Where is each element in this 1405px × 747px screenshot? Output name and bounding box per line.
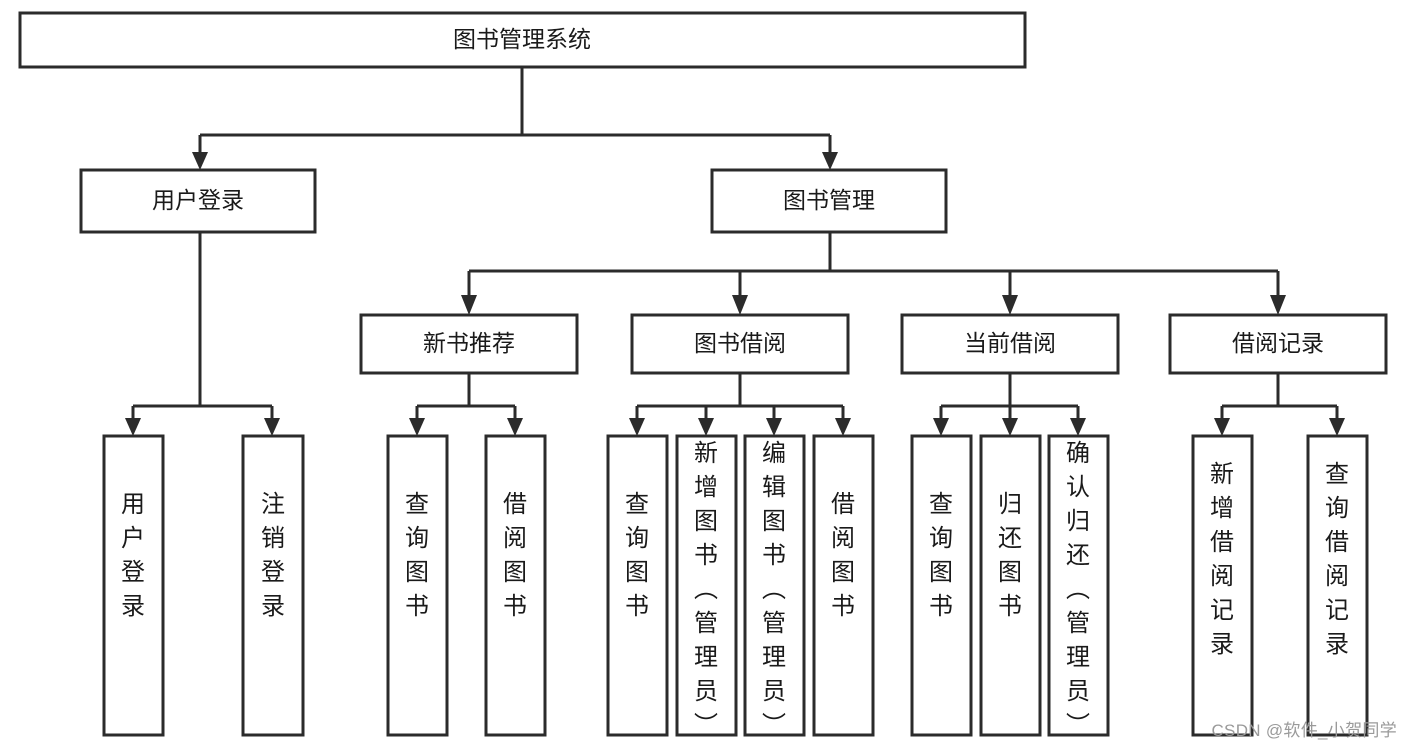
- arrow-leaf-query-book-2: [629, 418, 645, 436]
- node-leaf-user-logout-box: [241, 434, 305, 737]
- connector-layer: [125, 67, 1345, 436]
- node-leaf-add-book-label: 新增图书︵管理员︶: [694, 440, 718, 739]
- node-leaf-query-book-1-box: [386, 434, 449, 737]
- node-new-book-recommend[interactable]: 新书推荐: [359, 313, 579, 375]
- node-leaf-user-login-box: [102, 434, 165, 737]
- arrow-leaf-confirm-return: [1070, 418, 1086, 436]
- node-leaf-edit-book-box: [743, 434, 806, 737]
- node-leaf-add-record-box: [1191, 434, 1254, 737]
- node-leaf-user-logout[interactable]: 注销登录: [241, 434, 305, 737]
- csdn-watermark: CSDN @软件_小贺同学: [1211, 721, 1397, 740]
- node-leaf-query-book-3[interactable]: 查询图书: [910, 434, 973, 737]
- node-leaf-add-book-box: [675, 434, 738, 737]
- node-leaf-user-login[interactable]: 用户登录: [102, 434, 165, 737]
- node-leaf-query-record-box: [1306, 434, 1369, 737]
- node-book-borrow[interactable]: 图书借阅: [630, 313, 850, 375]
- node-leaf-confirm-return-label: 确认归还︵管理员︶: [1066, 440, 1090, 739]
- arrow-borrow-record: [1270, 295, 1286, 315]
- node-user-login-box: [79, 168, 317, 234]
- node-leaf-query-record-label: 查询借阅记录: [1325, 461, 1349, 658]
- arrow-new-book-recommend: [461, 295, 477, 315]
- arrow-book-borrow: [732, 295, 748, 315]
- node-leaf-confirm-return[interactable]: 确认归还︵管理员︶: [1047, 434, 1110, 739]
- node-new-book-recommend-box: [359, 313, 579, 375]
- node-leaf-user-login-label: 用户登录: [121, 491, 145, 620]
- arrow-leaf-query-book-1: [409, 418, 425, 436]
- node-leaf-confirm-return-box: [1047, 434, 1110, 737]
- node-current-borrow-label: 当前借阅: [964, 330, 1056, 356]
- node-user-login[interactable]: 用户登录: [79, 168, 317, 234]
- node-root-box: [18, 11, 1027, 69]
- node-book-manage-label: 图书管理: [783, 187, 875, 213]
- node-book-manage-box: [710, 168, 948, 234]
- node-leaf-return-book-label: 归还图书: [998, 491, 1022, 620]
- node-leaf-add-book[interactable]: 新增图书︵管理员︶: [675, 434, 738, 739]
- node-root-label: 图书管理系统: [453, 26, 591, 52]
- node-leaf-query-book-3-box: [910, 434, 973, 737]
- node-book-borrow-box: [630, 313, 850, 375]
- node-leaf-query-book-1-label: 查询图书: [405, 491, 429, 620]
- arrow-leaf-add-book: [698, 418, 714, 436]
- arrow-leaf-query-record: [1329, 418, 1345, 436]
- node-leaf-borrow-book-1[interactable]: 借阅图书: [484, 434, 547, 737]
- node-borrow-record-box: [1168, 313, 1388, 375]
- arrow-leaf-edit-book: [766, 418, 782, 436]
- node-leaf-borrow-book-1-box: [484, 434, 547, 737]
- node-book-borrow-label: 图书借阅: [694, 330, 786, 356]
- node-leaf-borrow-book-2-label: 借阅图书: [831, 491, 855, 620]
- node-borrow-record[interactable]: 借阅记录: [1168, 313, 1388, 375]
- node-book-manage[interactable]: 图书管理: [710, 168, 948, 234]
- node-leaf-add-record-label: 新增借阅记录: [1210, 461, 1234, 658]
- arrow-leaf-query-book-3: [933, 418, 949, 436]
- node-leaf-borrow-book-2[interactable]: 借阅图书: [812, 434, 875, 737]
- arrow-current-borrow: [1002, 295, 1018, 315]
- arrow-leaf-user-logout: [264, 418, 280, 436]
- arrow-leaf-user-login: [125, 418, 141, 436]
- node-user-login-label: 用户登录: [152, 187, 244, 213]
- node-leaf-query-book-2-label: 查询图书: [625, 491, 649, 620]
- arrow-leaf-return-book: [1002, 418, 1018, 436]
- node-leaf-query-book-2-box: [606, 434, 669, 737]
- arrow-user-login: [192, 152, 208, 170]
- node-leaf-borrow-book-1-label: 借阅图书: [503, 491, 527, 620]
- node-leaf-query-book-3-label: 查询图书: [929, 491, 953, 620]
- arrow-leaf-borrow-book-1: [507, 418, 523, 436]
- node-current-borrow[interactable]: 当前借阅: [900, 313, 1120, 375]
- node-root[interactable]: 图书管理系统: [18, 11, 1027, 69]
- arrow-book-manage: [822, 152, 838, 170]
- node-new-book-recommend-label: 新书推荐: [423, 330, 515, 356]
- node-leaf-return-book[interactable]: 归还图书: [979, 434, 1042, 737]
- node-leaf-return-book-box: [979, 434, 1042, 737]
- arrow-leaf-borrow-book-2: [835, 418, 851, 436]
- node-leaf-edit-book-label: 编辑图书︵管理员︶: [762, 440, 786, 739]
- node-leaf-add-record[interactable]: 新增借阅记录: [1191, 434, 1254, 737]
- node-borrow-record-label: 借阅记录: [1232, 330, 1324, 356]
- arrow-leaf-add-record: [1214, 418, 1230, 436]
- node-leaf-edit-book[interactable]: 编辑图书︵管理员︶: [743, 434, 806, 739]
- node-current-borrow-box: [900, 313, 1120, 375]
- node-leaf-user-logout-label: 注销登录: [261, 491, 285, 620]
- node-leaf-borrow-book-2-box: [812, 434, 875, 737]
- node-leaf-query-book-2[interactable]: 查询图书: [606, 434, 669, 737]
- node-leaf-query-record[interactable]: 查询借阅记录: [1306, 434, 1369, 737]
- node-leaf-query-book-1[interactable]: 查询图书: [386, 434, 449, 737]
